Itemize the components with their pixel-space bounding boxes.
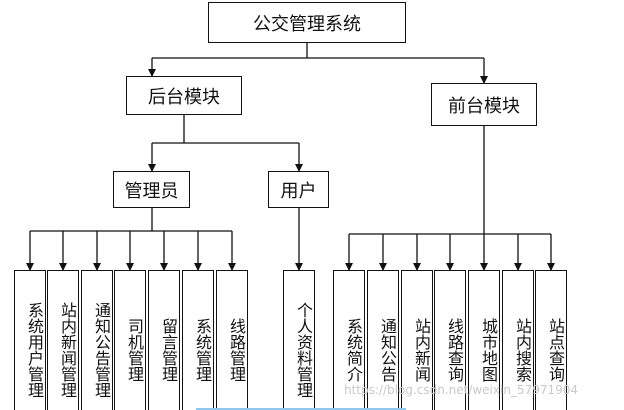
leaf-system-management: 系统管理 <box>182 270 214 410</box>
leaf-driver-management: 司机管理 <box>114 270 146 410</box>
backend-module-node: 后台模块 <box>126 76 242 115</box>
leaf-site-search: 站内搜索 <box>502 270 534 410</box>
admin-node: 管理员 <box>113 171 190 208</box>
root-node: 公交管理系统 <box>208 2 406 43</box>
leaf-message-management: 留言管理 <box>148 270 180 410</box>
watermark-text: https://blog.csdn.net/weixin_57971904 <box>344 383 579 397</box>
leaf-system-intro: 系统简介 <box>333 270 365 410</box>
leaf-profile-management: 个人资料管理 <box>283 270 315 410</box>
frontend-module-node: 前台模块 <box>431 83 537 126</box>
user-node: 用户 <box>268 171 329 208</box>
leaf-stop-query: 站点查询 <box>535 270 567 410</box>
leaf-notice-management: 通知公告管理 <box>81 270 113 410</box>
leaf-city-map: 城市地图 <box>468 270 500 410</box>
leaf-site-news: 站内新闻 <box>401 270 433 410</box>
leaf-route-query: 线路查询 <box>434 270 466 410</box>
leaf-route-management: 线路管理 <box>216 270 248 410</box>
leaf-site-news-management: 站内新闻管理 <box>47 270 79 410</box>
leaf-system-user-management: 系统用户管理 <box>14 270 46 410</box>
leaf-notices: 通知公告 <box>367 270 399 410</box>
accent-line <box>196 408 406 410</box>
